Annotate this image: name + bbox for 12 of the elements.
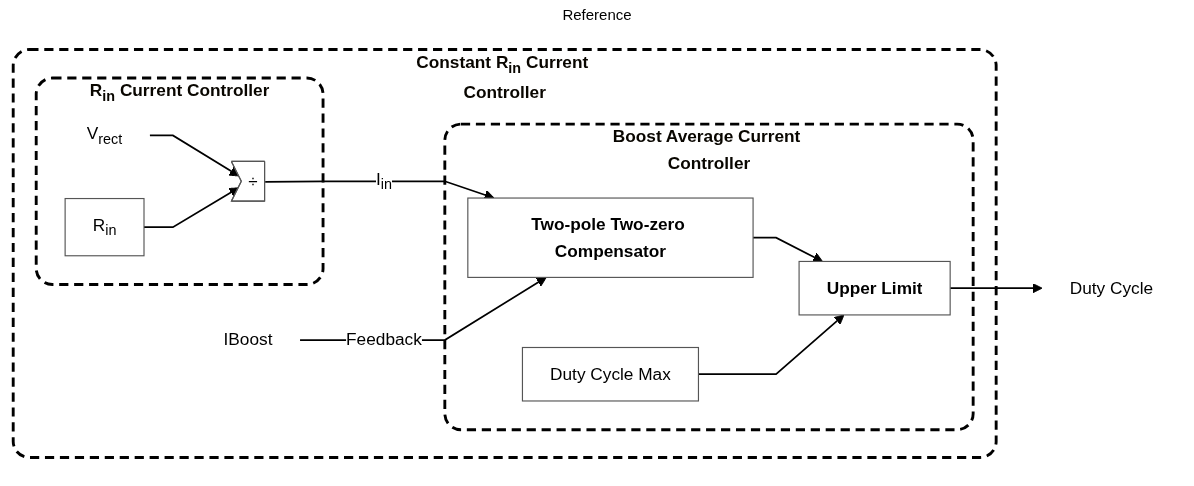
edge-label: Feedback [346,329,422,349]
signal-label: Reference [562,6,632,23]
edge-label: I$_{in}$ [375,168,392,193]
node-box: Upper Limit [798,260,951,316]
node-box: Duty Cycle Max [521,346,700,402]
node-box: Two-pole Two-zero Compensator [467,197,754,278]
node-text: IBoost [223,329,273,349]
node-text: V$_{rect}$ [86,122,123,148]
arrow [149,134,240,177]
arrow [264,180,495,200]
node-box: R$_{in}$ [64,197,145,257]
node-text: Duty Cycle [1069,277,1154,298]
